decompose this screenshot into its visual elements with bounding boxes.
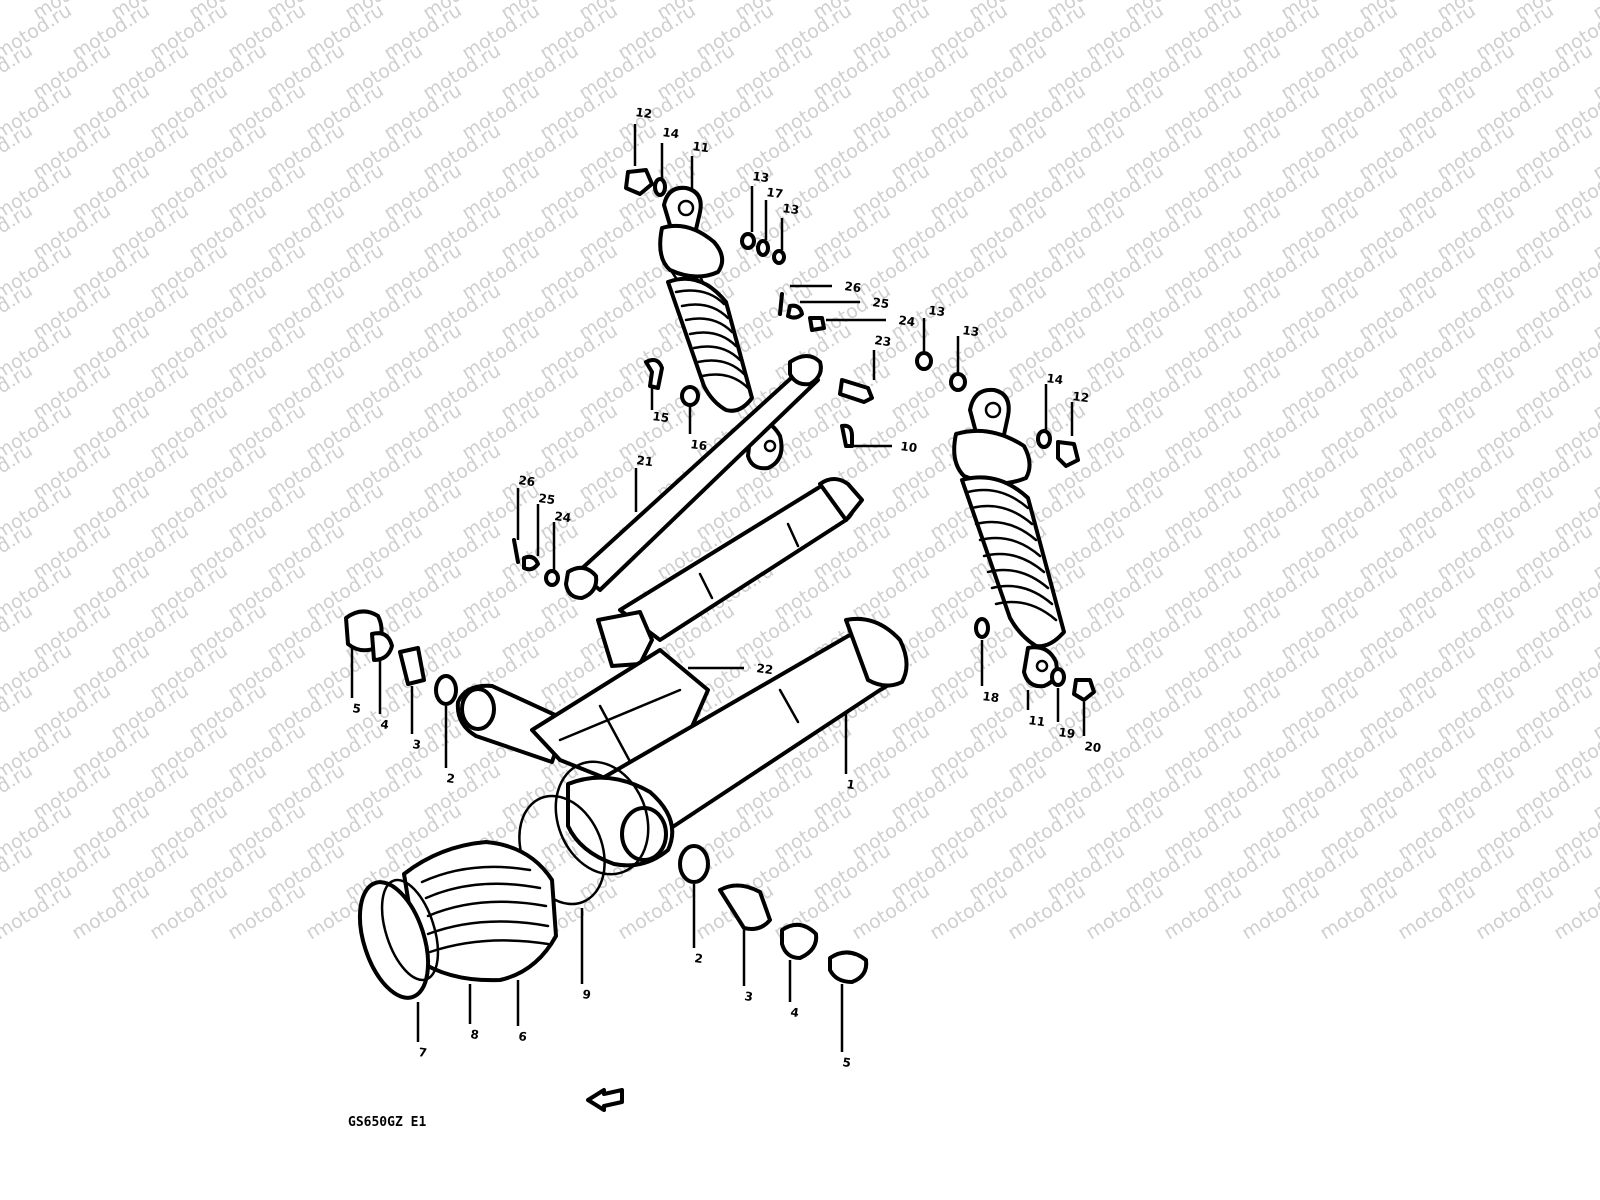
callout-12: 12	[1072, 389, 1090, 405]
callout-11: 11	[692, 139, 710, 155]
callout-14: 14	[1046, 371, 1064, 387]
callout-23: 23	[874, 333, 892, 349]
washer-19	[1050, 667, 1066, 687]
washer-14-left	[653, 177, 667, 197]
callout-25: 25	[538, 491, 556, 507]
direction-arrow-icon	[586, 1088, 624, 1112]
callout-4: 4	[380, 717, 390, 732]
callout-13: 13	[962, 323, 980, 339]
callout-19: 19	[1058, 725, 1076, 741]
callout-9: 9	[582, 987, 592, 1002]
nut-24-upper	[808, 316, 826, 332]
washer-13-a	[740, 232, 756, 250]
bolt-23	[838, 378, 874, 404]
callout-8: 8	[470, 1027, 480, 1042]
callout-15: 15	[652, 409, 670, 425]
nut-20	[1072, 678, 1096, 702]
callout-13: 13	[752, 169, 770, 185]
callout-26: 26	[518, 473, 536, 489]
callout-26: 26	[844, 279, 862, 295]
swingarm[interactable]	[455, 477, 909, 868]
callout-13: 13	[928, 303, 946, 319]
callout-12: 12	[635, 105, 653, 121]
callout-4: 4	[790, 1005, 800, 1020]
leader-lines	[350, 124, 1086, 1052]
washer-13-c	[915, 351, 933, 371]
pivot-parts-right	[678, 844, 869, 984]
callout-11: 11	[1028, 713, 1046, 729]
cap-nut-12-left	[624, 168, 654, 196]
callout-labels: 12 14 11 13 17 13 26 25 24 23 13 13 14 1…	[352, 105, 1102, 1070]
callout-24: 24	[898, 313, 916, 329]
callout-16: 16	[690, 437, 708, 453]
callout-3: 3	[412, 737, 422, 752]
watermark-layer: motod.rumotod.rumotod.rumotod.rumotod.ru…	[0, 0, 1600, 944]
callout-14: 14	[662, 125, 680, 141]
callout-22: 22	[756, 661, 774, 677]
washer-25-upper	[786, 303, 804, 320]
callout-17: 17	[766, 185, 784, 201]
callout-5: 5	[842, 1055, 852, 1070]
cotter-pin-26-lower	[512, 538, 520, 564]
washer-13-d	[949, 372, 967, 392]
clamp-7	[357, 880, 431, 1000]
callout-25: 25	[872, 295, 890, 311]
washer-13-b	[772, 249, 786, 265]
callout-2: 2	[446, 771, 456, 786]
washer-17	[756, 239, 770, 257]
pivot-parts-left	[344, 609, 458, 706]
washer-14-right	[1036, 429, 1052, 449]
callout-2: 2	[694, 951, 704, 966]
washer-18	[974, 617, 990, 639]
cotter-pin-26-upper	[778, 292, 784, 316]
callout-20: 20	[1084, 739, 1102, 755]
drive-boot	[357, 840, 558, 1000]
nut-24-lower	[544, 569, 560, 587]
washer-25-lower	[522, 554, 540, 572]
watermark-text: motod.ru	[1589, 0, 1600, 24]
diagram-code: GS650GZ E1	[348, 1115, 426, 1130]
callout-5: 5	[352, 701, 362, 716]
callout-3: 3	[744, 989, 754, 1004]
callout-10: 10	[900, 439, 918, 455]
torque-rod[interactable]	[512, 354, 823, 600]
upper-hardware	[624, 168, 1096, 702]
callout-18: 18	[982, 689, 1000, 705]
callout-1: 1	[846, 777, 856, 792]
callout-6: 6	[518, 1029, 528, 1044]
bolt-10	[840, 423, 854, 448]
callout-24: 24	[554, 509, 572, 525]
cap-nut-12-right	[1056, 440, 1080, 468]
callout-21: 21	[636, 453, 654, 469]
shock-absorber-left[interactable]	[658, 185, 784, 471]
shock-absorber-right[interactable]	[952, 387, 1066, 689]
callout-13: 13	[782, 201, 800, 217]
washer-16	[680, 385, 700, 407]
callout-7: 7	[418, 1045, 428, 1060]
